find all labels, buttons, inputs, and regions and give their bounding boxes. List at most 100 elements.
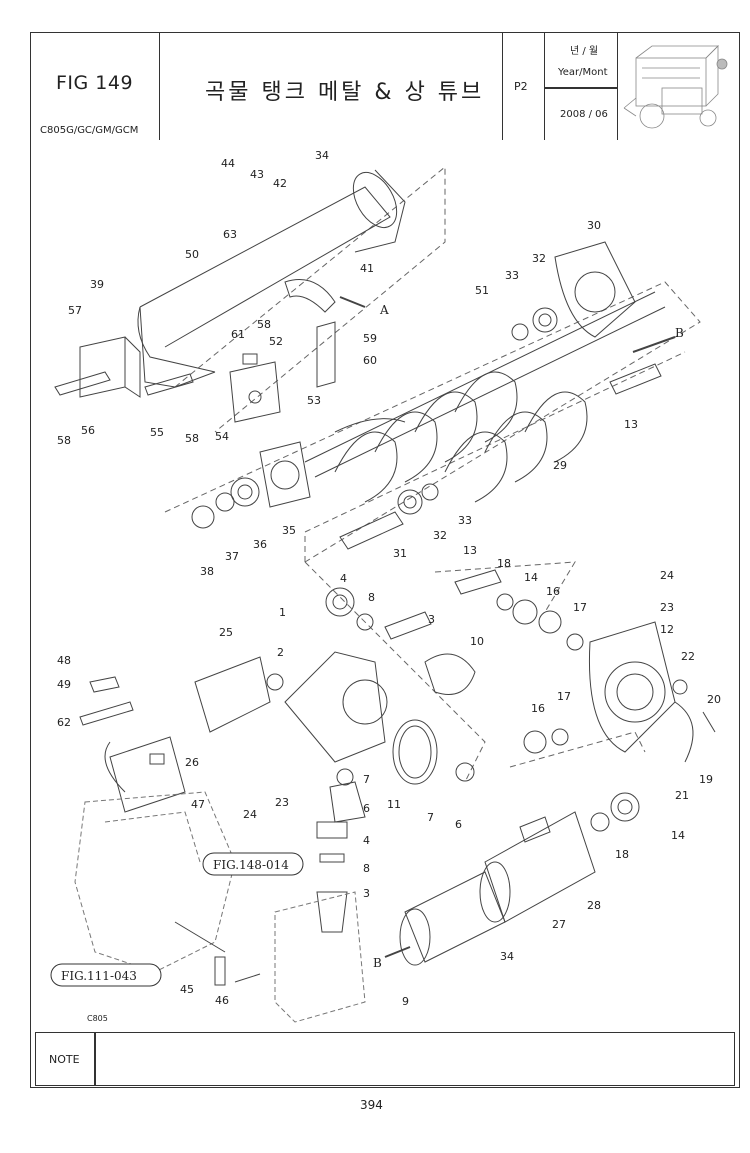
callout: 51	[475, 284, 489, 297]
page-code: P2	[514, 80, 528, 93]
callout: 7	[363, 773, 370, 786]
callout: 18	[497, 557, 511, 570]
exploded-parts-diagram: FIG.148-014 FIG.111-043 A B B 44 43 42 3…	[35, 142, 735, 1032]
callout: 38	[200, 565, 214, 578]
callout: 9	[402, 995, 409, 1008]
callout: 13	[463, 544, 477, 557]
callout: 6	[363, 802, 370, 815]
callout: 16	[546, 585, 560, 598]
callout: 35	[282, 524, 296, 537]
callout: 61	[231, 328, 245, 341]
revision-date: 2008 / 06	[560, 109, 608, 120]
callout: 34	[500, 950, 514, 963]
callout: 34	[315, 149, 329, 162]
callout: 24	[243, 808, 257, 821]
callout: 14	[524, 571, 538, 584]
callout: 14	[671, 829, 685, 842]
note-section: NOTE	[35, 1032, 735, 1086]
callout: 13	[624, 418, 638, 431]
callout: 11	[387, 798, 401, 811]
callout: 21	[675, 789, 689, 802]
callout: 18	[615, 848, 629, 861]
callout: 30	[587, 219, 601, 232]
page-code-cell	[503, 32, 545, 140]
callout: 3	[363, 887, 370, 900]
callout: 3	[428, 613, 435, 626]
callout: 36	[253, 538, 267, 551]
callout: 63	[223, 228, 237, 241]
callout: 47	[191, 798, 205, 811]
model-mark: C805	[87, 1014, 108, 1023]
title-block: FIG 149 C805G/GC/GM/GCM 곡물 탱크 메탈 & 상 튜브 …	[30, 32, 740, 142]
callout: 7	[427, 811, 434, 824]
callout: 43	[250, 168, 264, 181]
callout: 26	[185, 756, 199, 769]
arrow-label-b-upper: B	[675, 326, 684, 340]
callout: 58	[57, 434, 71, 447]
callout: 41	[360, 262, 374, 275]
callout: 57	[68, 304, 82, 317]
callout: 23	[660, 601, 674, 614]
callout: 33	[505, 269, 519, 282]
callout: 52	[269, 335, 283, 348]
callout: 8	[363, 862, 370, 875]
date-cell	[545, 32, 618, 140]
callout: 62	[57, 716, 71, 729]
ref-fig-111: FIG.111-043	[61, 969, 137, 983]
callout: 23	[275, 796, 289, 809]
callout: 8	[368, 591, 375, 604]
callout: 54	[215, 430, 229, 443]
callout: 49	[57, 678, 71, 691]
callout: 33	[458, 514, 472, 527]
callout: 45	[180, 983, 194, 996]
callout: 29	[553, 459, 567, 472]
callout: 12	[660, 623, 674, 636]
callout: 37	[225, 550, 239, 563]
page-frame	[30, 32, 740, 1088]
callout: 4	[363, 834, 370, 847]
callout: 25	[219, 626, 233, 639]
callout: 1	[279, 606, 286, 619]
callout: 50	[185, 248, 199, 261]
callout: 60	[363, 354, 377, 367]
callout: 31	[393, 547, 407, 560]
callout: 44	[221, 157, 235, 170]
callout: 56	[81, 424, 95, 437]
callout: 55	[150, 426, 164, 439]
ref-fig-148: FIG.148-014	[213, 858, 289, 872]
callout: 17	[557, 690, 571, 703]
callout: 24	[660, 569, 674, 582]
callout: 58	[257, 318, 271, 331]
callout: 58	[185, 432, 199, 445]
model-code: C805G/GC/GM/GCM	[40, 125, 139, 136]
note-label: NOTE	[49, 1053, 80, 1066]
callout: 17	[573, 601, 587, 614]
figure-number: FIG 149	[56, 72, 134, 94]
callout: 4	[340, 572, 347, 585]
callout: 10	[470, 635, 484, 648]
callout: 6	[455, 818, 462, 831]
combine-thumbnail	[623, 45, 728, 129]
callout: 2	[277, 646, 284, 659]
year-month-label-en: Year/Mont	[558, 67, 608, 78]
callout: 53	[307, 394, 321, 407]
page-title: 곡물 탱크 메탈 & 상 튜브	[205, 80, 485, 105]
callout: 39	[90, 278, 104, 291]
page-number: 394	[360, 1098, 383, 1112]
callout: 46	[215, 994, 229, 1007]
year-month-label-kr: 년 / 월	[570, 46, 599, 57]
figure-cell	[30, 32, 160, 140]
callout: 19	[699, 773, 713, 786]
callout: 32	[532, 252, 546, 265]
callout: 16	[531, 702, 545, 715]
arrow-label-b-lower: B	[373, 956, 382, 970]
callout: 48	[57, 654, 71, 667]
callout: 27	[552, 918, 566, 931]
callout: 28	[587, 899, 601, 912]
callout: 59	[363, 332, 377, 345]
arrow-label-a: A	[379, 303, 389, 317]
callout: 20	[707, 693, 721, 706]
callout: 32	[433, 529, 447, 542]
callout: 42	[273, 177, 287, 190]
title-cell	[160, 32, 503, 140]
